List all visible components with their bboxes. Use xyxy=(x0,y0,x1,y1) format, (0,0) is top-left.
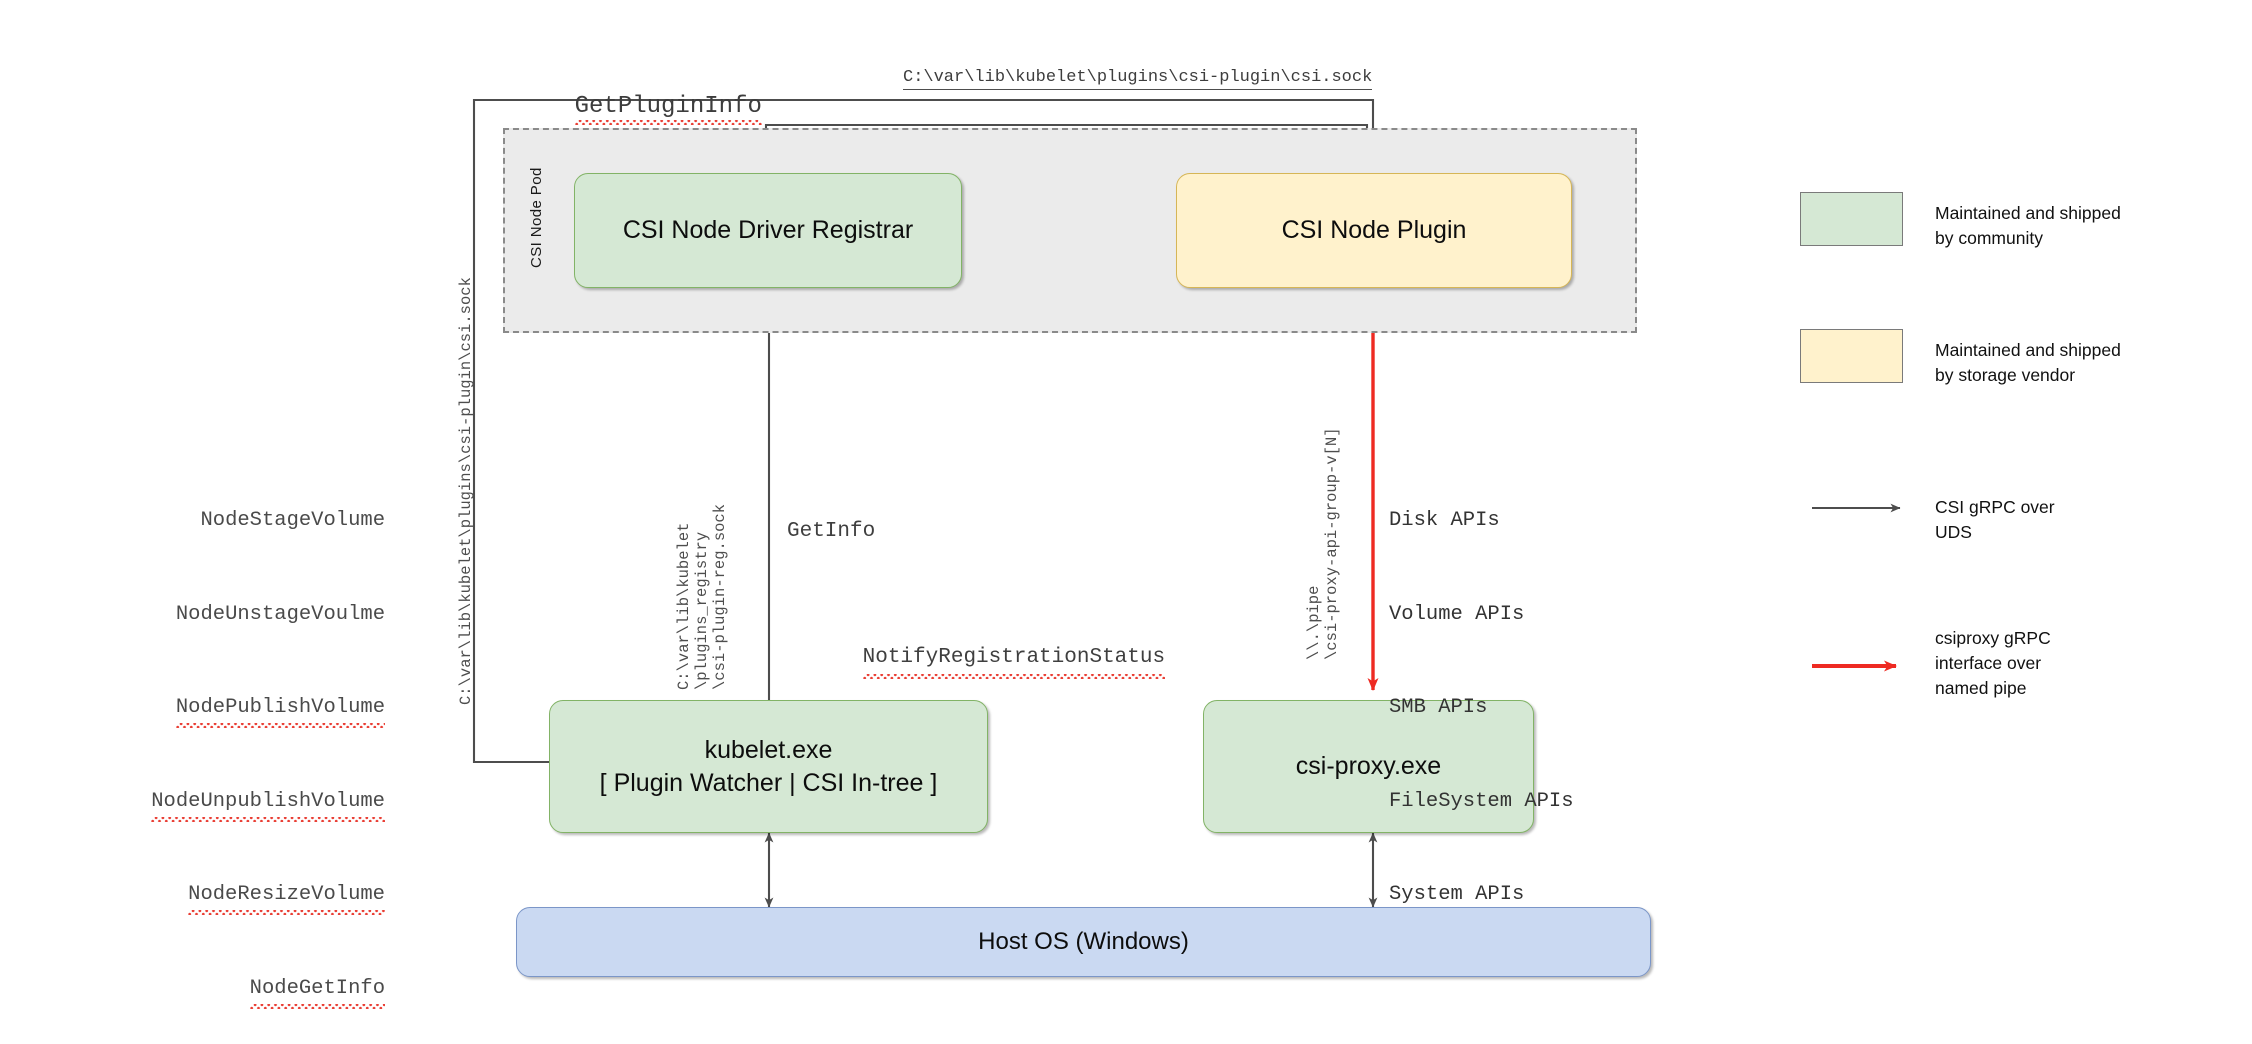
csi-proxy-api-item: SMB APIs xyxy=(1389,696,1488,720)
label-get-info: GetInfo xyxy=(787,520,876,543)
label-csi-sock-path-top: C:\var\lib\kubelet\plugins\csi-plugin\cs… xyxy=(903,68,1373,90)
csi-proxy-api-item: Disk APIs xyxy=(1389,509,1500,533)
legend-label-csiproxy-grpc-pipe: csiproxy gRPC interface over named pipe xyxy=(1935,628,2051,698)
node-kubelet-exe[interactable]: kubelet.exe [ Plugin Watcher | CSI In-tr… xyxy=(549,700,988,833)
label-plugins-registry-path-line: \plugins_registry xyxy=(692,531,711,690)
legend-label-vendor: Maintained and shipped by storage vendor xyxy=(1935,340,2121,385)
legend-label-csi-grpc-uds: CSI gRPC over UDS xyxy=(1935,497,2055,542)
label-named-pipe-path-line: \\.\pipe xyxy=(1305,585,1323,660)
csi-proxy-api-item: FileSystem APIs xyxy=(1389,789,1574,813)
label-registration-calls: GetInfo NotifyRegistrationStatus xyxy=(787,453,1166,768)
label-plugins-registry-path-line: C:\var\lib\kubelet xyxy=(675,522,693,690)
legend-swatch-community xyxy=(1800,192,1903,246)
node-csi-node-driver-registrar-label: CSI Node Driver Registrar xyxy=(622,216,914,244)
label-plugins-registry-path-line: \csi-plugin-reg.sock xyxy=(710,503,729,690)
node-csi-node-driver-registrar[interactable]: CSI Node Driver Registrar xyxy=(574,173,962,288)
label-notify-registration-status: NotifyRegistrationStatus xyxy=(787,611,1166,706)
node-kubelet-exe-label: kubelet.exe xyxy=(704,735,833,764)
legend-swatch-vendor xyxy=(1800,329,1903,383)
label-get-plugin-info-text: GetPluginInfo xyxy=(574,93,763,125)
node-kubelet-exe-sublabel: [ Plugin Watcher | CSI In-tree ] xyxy=(599,768,938,797)
label-named-pipe-path: \\.\pipe \csi-proxy-api-group-v[N] xyxy=(1305,427,1342,660)
csi-node-pod-label: CSI Node Pod xyxy=(528,167,545,268)
node-host-os-label: Host OS (Windows) xyxy=(978,928,1189,956)
csi-proxy-api-list: Disk APIs Volume APIs SMB APIs FileSyste… xyxy=(1389,443,1574,973)
csi-proxy-api-item: Volume APIs xyxy=(1389,602,1525,626)
node-operation-item: NodePublishVolume xyxy=(95,692,386,729)
node-operation-item: NodeStageVolume xyxy=(200,509,385,533)
node-operation-item: NodeGetInfo xyxy=(95,973,386,1009)
csi-proxy-api-item: System APIs xyxy=(1389,883,1525,907)
node-csi-proxy-exe[interactable]: csi-proxy.exe xyxy=(1203,700,1534,833)
label-csi-sock-path-left: C:\var\lib\kubelet\plugins\csi-plugin\cs… xyxy=(457,277,475,705)
node-operation-item: NodeUnpublishVolume xyxy=(95,786,385,823)
node-csi-node-plugin[interactable]: CSI Node Plugin xyxy=(1176,173,1572,288)
node-operation-item: NodeResizeVolume xyxy=(95,879,385,916)
node-csi-node-plugin-label: CSI Node Plugin xyxy=(1281,216,1467,244)
legend-label-community: Maintained and shipped by community xyxy=(1935,203,2121,248)
node-operations-list: NodeStageVolume NodeUnstageVoulme NodePu… xyxy=(95,443,386,1044)
node-host-os[interactable]: Host OS (Windows) xyxy=(516,907,1651,977)
node-csi-proxy-exe-label: csi-proxy.exe xyxy=(1295,752,1442,780)
label-plugins-registry-path: C:\var\lib\kubelet \plugins_registry \cs… xyxy=(675,503,730,690)
node-operation-item: NodeUnstageVoulme xyxy=(175,602,385,626)
label-get-plugin-info: GetPluginInfo xyxy=(517,66,763,147)
label-named-pipe-path-line: \csi-proxy-api-group-v[N] xyxy=(1322,427,1341,660)
